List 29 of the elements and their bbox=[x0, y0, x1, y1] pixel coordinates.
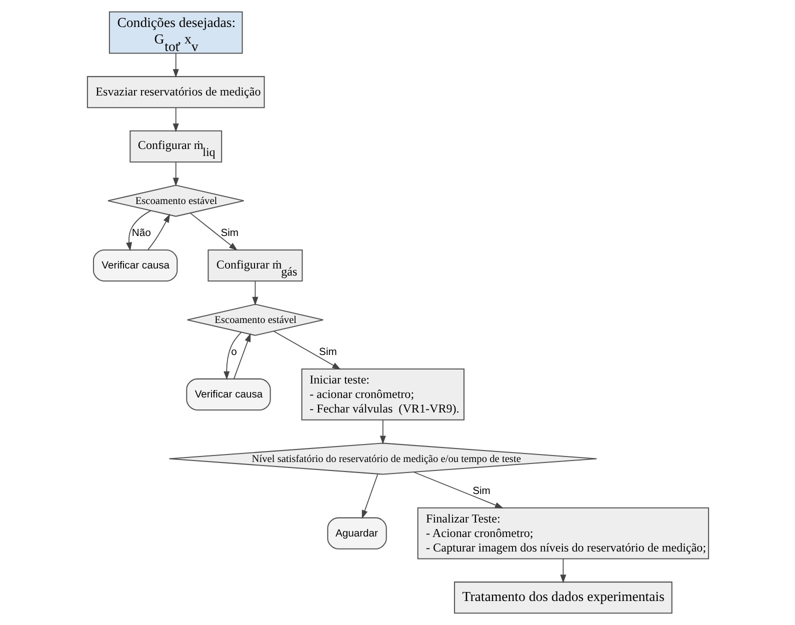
arrow bbox=[379, 420, 386, 444]
edge-label: o bbox=[230, 346, 236, 358]
node-box: Tratamento dos dados experimentais bbox=[453, 582, 672, 614]
node-diamond: Escoamento estável bbox=[186, 304, 324, 336]
node-diamond: Escoamento estável bbox=[106, 184, 244, 217]
node-box: Esvaziar reservatórios de medição bbox=[86, 76, 264, 108]
arrow bbox=[361, 474, 378, 519]
arrow bbox=[146, 214, 170, 250]
arrow bbox=[172, 107, 178, 132]
arrow bbox=[233, 333, 250, 380]
arrow bbox=[190, 212, 238, 251]
arrow bbox=[252, 280, 258, 306]
arrow bbox=[126, 210, 151, 251]
edge-label: Não bbox=[131, 228, 150, 239]
node-box: Finalizar Teste: - Acionar cronômetro; - Capturar imagem dos níveis do reservatório de medição; bbox=[416, 507, 709, 560]
node-box: Verificar causa bbox=[92, 249, 178, 282]
arrow bbox=[172, 52, 178, 78]
edge-label: Sim bbox=[220, 228, 238, 239]
node-box: Verificar causa bbox=[186, 378, 270, 410]
arrow bbox=[412, 472, 504, 508]
edge-label: Sim bbox=[318, 346, 336, 358]
arrow bbox=[560, 558, 566, 584]
node-box: Iniciar teste: - acionar cronômetro; - Fechar válvulas (VR1-VR9). bbox=[300, 368, 464, 420]
arrow bbox=[223, 332, 242, 380]
arrow bbox=[172, 162, 178, 186]
node-box: Aguardar bbox=[326, 517, 386, 550]
node-diamond: Nível satisfatório do reservatório de medição e/ou tempo de teste bbox=[168, 442, 597, 475]
edge-label: Sim bbox=[472, 486, 490, 497]
arrow bbox=[272, 330, 340, 370]
